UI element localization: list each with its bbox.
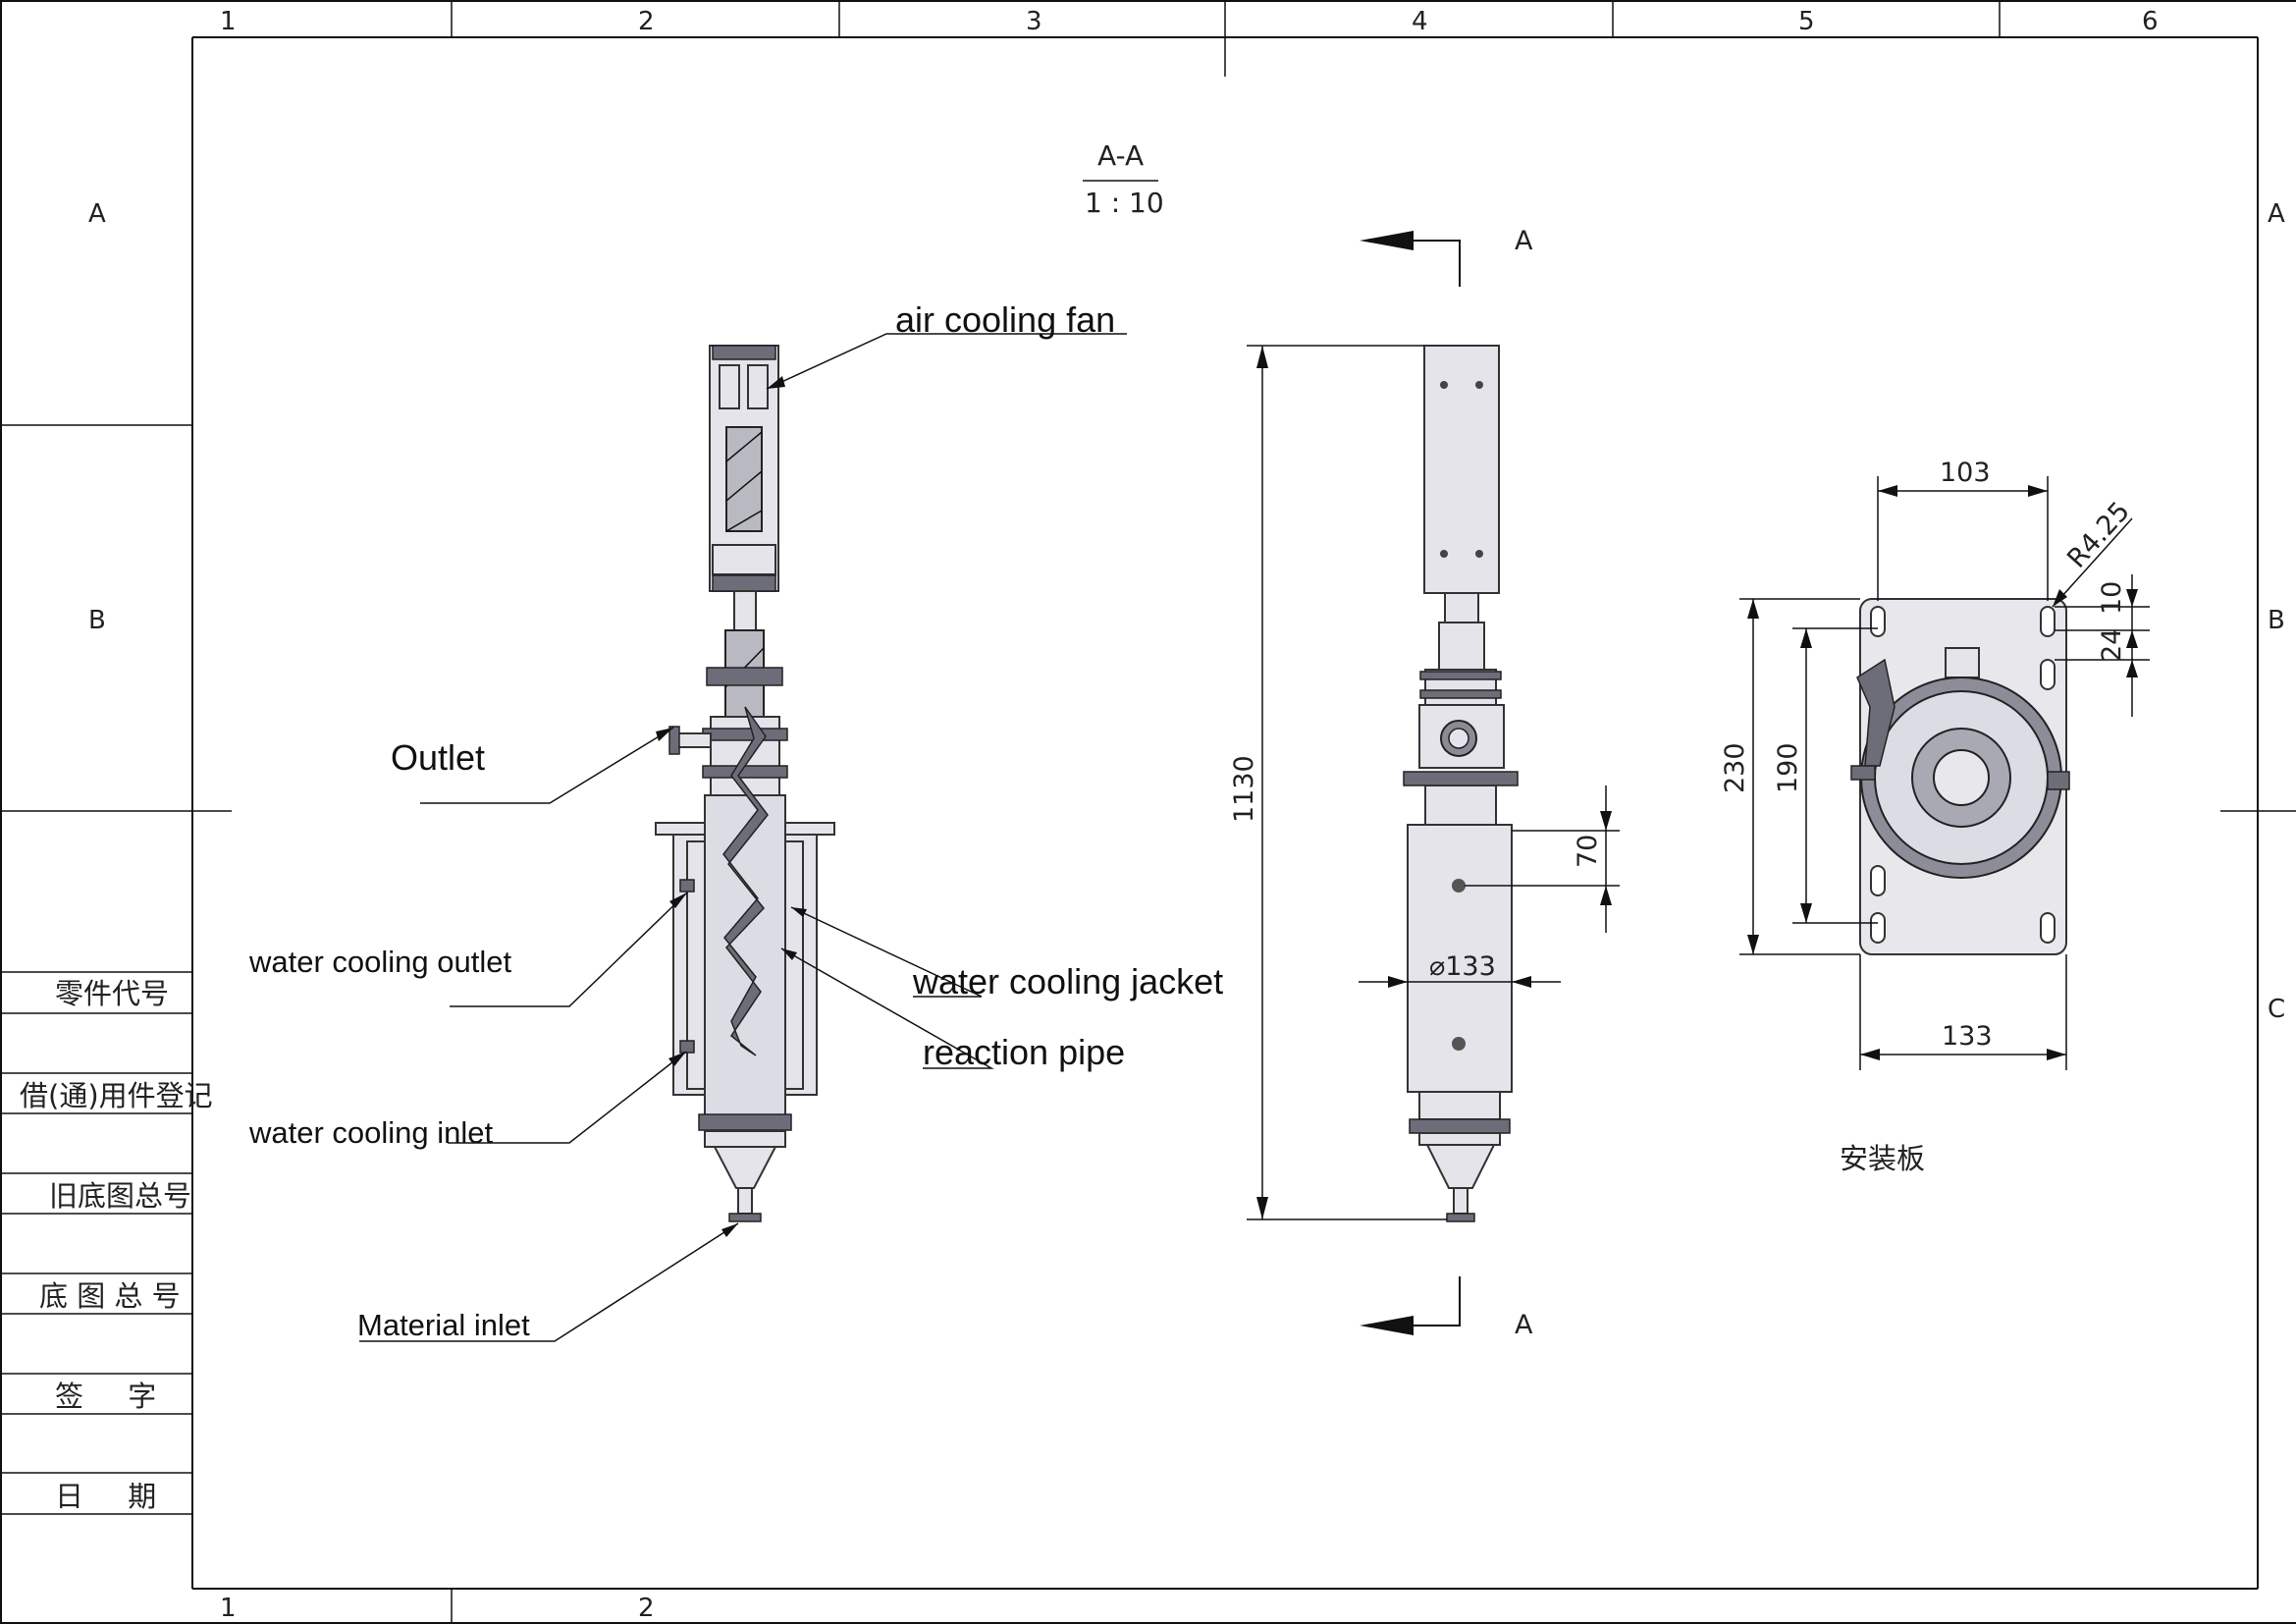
row-label: B xyxy=(88,606,106,635)
row-label: B xyxy=(2268,606,2285,635)
title-block-cell: 底 图 总 号 xyxy=(39,1279,181,1313)
section-title: A-A xyxy=(1097,139,1144,172)
column-label: 2 xyxy=(638,1594,655,1623)
dim-top-width: 103 xyxy=(1940,458,1991,488)
dim-overall-height: 1130 xyxy=(1229,755,1259,823)
label-material-inlet: Material inlet xyxy=(357,1308,530,1342)
column-label: 6 xyxy=(2142,7,2159,36)
column-labels: 1 2 3 4 5 6 1 2 xyxy=(220,7,2159,1623)
dim-nozzle-spacing: 70 xyxy=(1573,835,1603,868)
callout-leaders xyxy=(359,333,1127,1342)
column-label: 3 xyxy=(1026,7,1042,36)
label-water-cooling-outlet: water cooling outlet xyxy=(248,945,511,979)
label-air-cooling-fan: air cooling fan xyxy=(895,299,1115,340)
title-block-cell: 日 期 xyxy=(55,1480,156,1513)
dim-height: 230 xyxy=(1720,742,1750,793)
section-marker-bottom: A xyxy=(1515,1310,1533,1340)
label-water-cooling-inlet: water cooling inlet xyxy=(248,1115,494,1150)
dim-bottom-width: 133 xyxy=(1942,1021,1993,1052)
row-label: A xyxy=(2268,199,2285,229)
title-block: 零件代号 借(通)用件登记 旧底图总号 底 图 总 号 签 字 日 期 xyxy=(1,971,213,1515)
column-label: 1 xyxy=(220,7,237,36)
dim-hole-spacing: 190 xyxy=(1773,742,1803,793)
section-marker-top: A xyxy=(1515,226,1533,256)
front-view: A A 1130 xyxy=(1229,226,1620,1340)
column-label: 2 xyxy=(638,7,655,36)
column-label: 1 xyxy=(220,1594,237,1623)
label-reaction-pipe: reaction pipe xyxy=(923,1032,1125,1072)
dim-radius: R4.25 xyxy=(2061,496,2136,573)
label-water-cooling-jacket: water cooling jacket xyxy=(912,961,1223,1001)
title-block-cell: 签 字 xyxy=(55,1380,156,1413)
plate-caption: 安装板 xyxy=(1840,1142,1925,1175)
row-label: C xyxy=(2268,995,2285,1024)
title-block-cell: 零件代号 xyxy=(55,977,169,1010)
section-view: A-A 1 : 10 xyxy=(655,139,1164,1222)
column-label: 5 xyxy=(1798,7,1815,36)
callout-labels: air cooling fan Outlet water cooling out… xyxy=(248,299,1223,1342)
label-outlet: Outlet xyxy=(391,737,485,778)
dim-slot-length: 10 xyxy=(2097,581,2127,615)
row-label: A xyxy=(88,199,106,229)
column-label: 4 xyxy=(1412,7,1428,36)
dim-slot-spacing: 24 xyxy=(2097,628,2127,662)
dim-diameter: ⌀133 xyxy=(1429,951,1496,982)
row-labels: A B A B C xyxy=(88,199,2285,1024)
title-block-cell: 借(通)用件登记 xyxy=(20,1079,213,1112)
title-block-cell: 旧底图总号 xyxy=(49,1179,191,1213)
plate-view: 103 R4.25 10 24 230 190 13 xyxy=(1720,458,2150,1175)
section-scale: 1 : 10 xyxy=(1085,187,1164,219)
